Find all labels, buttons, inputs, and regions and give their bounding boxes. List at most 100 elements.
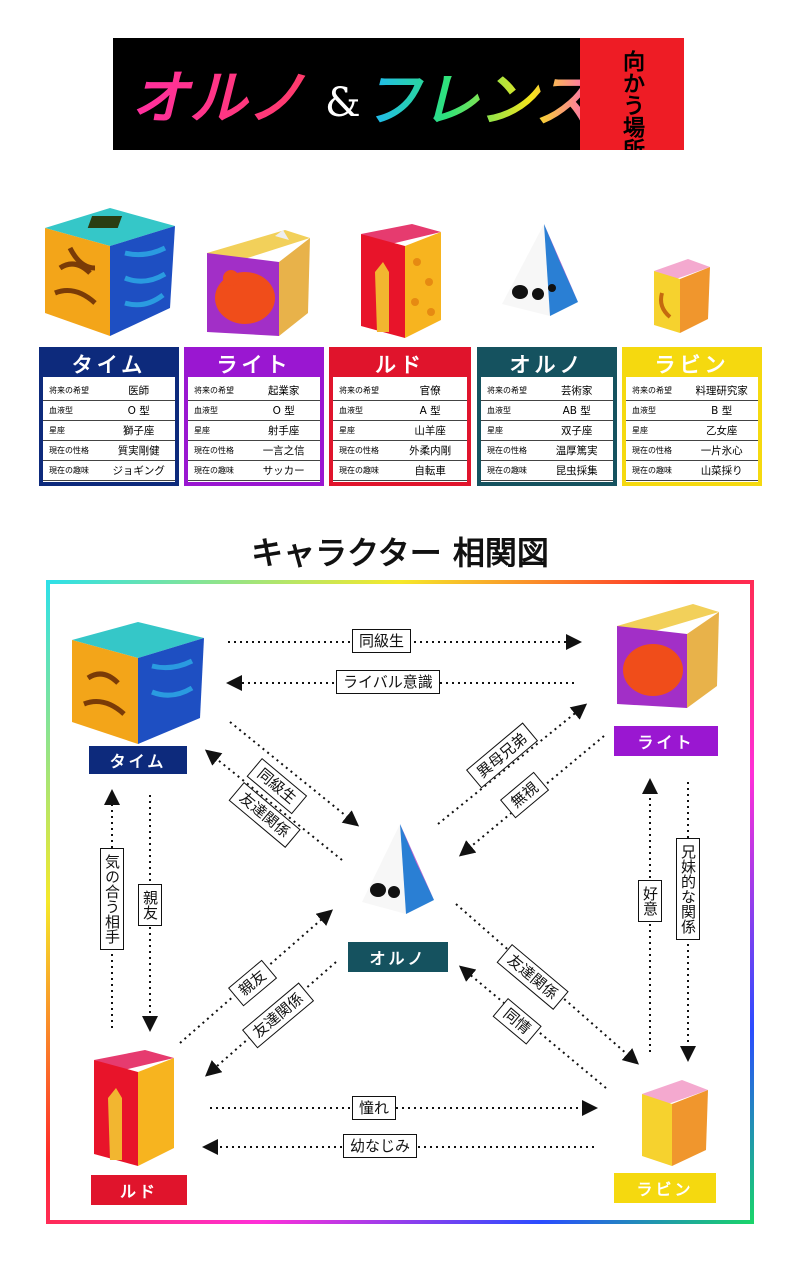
- tag-rabin: ラビン: [614, 1173, 716, 1203]
- tag-time: タイム: [89, 746, 187, 774]
- field-value: 自転車: [393, 460, 467, 481]
- bear-cube-icon: [207, 230, 310, 336]
- field-label: 血液型: [43, 400, 103, 421]
- panda-pyramid-icon: [362, 824, 434, 914]
- field-value: 乙女座: [685, 420, 758, 441]
- relation-label: 憧れ: [352, 1096, 397, 1120]
- field-label: 現在の性格: [626, 440, 686, 461]
- side-text: 向かう場所: [619, 49, 645, 150]
- card-title: ライト: [188, 351, 320, 377]
- field-label: 星座: [333, 420, 394, 441]
- tiger-cube-icon: [72, 622, 204, 744]
- card-title: ラビン: [626, 351, 758, 377]
- field-label: 将来の希望: [481, 381, 541, 401]
- tag-oruno: オルノ: [348, 942, 448, 972]
- field-value: 官僚: [393, 381, 467, 401]
- field-value: O 型: [247, 400, 320, 421]
- tag-rudo: ルド: [91, 1175, 187, 1205]
- panda-pyramid-icon: [502, 224, 578, 316]
- arrow-rabin-to-oruno: [458, 965, 607, 1089]
- field-value: 山菜採り: [685, 460, 758, 481]
- relation-label: 親友: [138, 884, 162, 926]
- field-value: 起業家: [247, 381, 320, 401]
- relation-label: 幼なじみ: [343, 1134, 418, 1158]
- field-label: 血液型: [626, 400, 686, 421]
- relation-label: 同級生: [352, 629, 412, 653]
- field-value: 医師: [102, 381, 175, 401]
- field-value: 射手座: [247, 420, 320, 441]
- field-value: AB 型: [540, 400, 613, 421]
- relation-label: 兄妹的な関係: [676, 838, 700, 940]
- field-value: 昆虫採集: [540, 460, 613, 481]
- field-label: 現在の性格: [43, 440, 103, 461]
- field-value: 温厚篤実: [540, 440, 613, 461]
- title-part-friends: フレンズ: [363, 66, 583, 134]
- field-label: 現在の趣味: [481, 460, 541, 481]
- field-label: 現在の趣味: [626, 460, 686, 481]
- arrow-light-to-oruno: [458, 735, 605, 857]
- relation-label: ライバル意識: [336, 670, 440, 694]
- field-value: ジョギング: [102, 460, 175, 481]
- bear-cube-icon: [617, 604, 719, 708]
- field-value: 質実剛健: [102, 440, 175, 461]
- field-label: 現在の趣味: [333, 460, 394, 481]
- rabbit-cube-icon: [654, 259, 710, 333]
- field-value: 料理研究家: [685, 381, 758, 401]
- side-calligraphy: 向かう場所: [619, 49, 645, 150]
- field-label: 血液型: [188, 400, 248, 421]
- relation-label: 気の合う相手: [100, 848, 124, 950]
- relation-label: 好意: [638, 880, 662, 922]
- field-label: 将来の希望: [188, 381, 248, 401]
- field-label: 血液型: [333, 400, 394, 421]
- card-title: オルノ: [481, 351, 613, 377]
- card-title: タイム: [43, 351, 175, 377]
- field-label: 星座: [43, 420, 103, 441]
- field-label: 血液型: [481, 400, 541, 421]
- field-value: 山羊座: [393, 420, 467, 441]
- field-label: 将来の希望: [333, 381, 394, 401]
- field-value: 双子座: [540, 420, 613, 441]
- field-value: サッカー: [247, 460, 320, 481]
- field-value: A 型: [393, 400, 467, 421]
- field-value: 獅子座: [102, 420, 175, 441]
- arrow-oruno-to-light: [437, 703, 588, 825]
- field-label: 将来の希望: [626, 381, 686, 401]
- field-value: B 型: [685, 400, 758, 421]
- title-logo: オルノ & フレンズ: [131, 64, 603, 134]
- card-title: ルド: [333, 351, 467, 377]
- rabbit-cube-icon: [642, 1080, 708, 1166]
- arrow-oruno-to-rabin: [455, 903, 640, 1065]
- field-value: 外柔内剛: [393, 440, 467, 461]
- field-value: 芸術家: [540, 381, 613, 401]
- diagram-frame: [46, 580, 754, 1224]
- field-value: 一言之信: [247, 440, 320, 461]
- field-label: 現在の性格: [188, 440, 248, 461]
- field-label: 星座: [188, 420, 248, 441]
- field-value: 一片氷心: [685, 440, 758, 461]
- banner-side-panel: 向かう場所: [580, 38, 684, 150]
- title-part-oruno: オルノ: [131, 64, 306, 132]
- field-label: 現在の性格: [481, 440, 541, 461]
- field-label: 現在の趣味: [43, 460, 103, 481]
- field-value: O 型: [102, 400, 175, 421]
- giraffe-cube-icon: [94, 1050, 174, 1166]
- giraffe-cube-icon: [361, 224, 441, 338]
- field-label: 星座: [626, 420, 686, 441]
- field-label: 将来の希望: [43, 381, 103, 401]
- title-ampersand: &: [325, 80, 361, 126]
- field-label: 現在の趣味: [188, 460, 248, 481]
- tiger-cube-icon: [45, 208, 175, 336]
- section-title: キャラクター 相関図: [251, 534, 549, 572]
- field-label: 現在の性格: [333, 440, 394, 461]
- tag-light: ライト: [614, 726, 718, 756]
